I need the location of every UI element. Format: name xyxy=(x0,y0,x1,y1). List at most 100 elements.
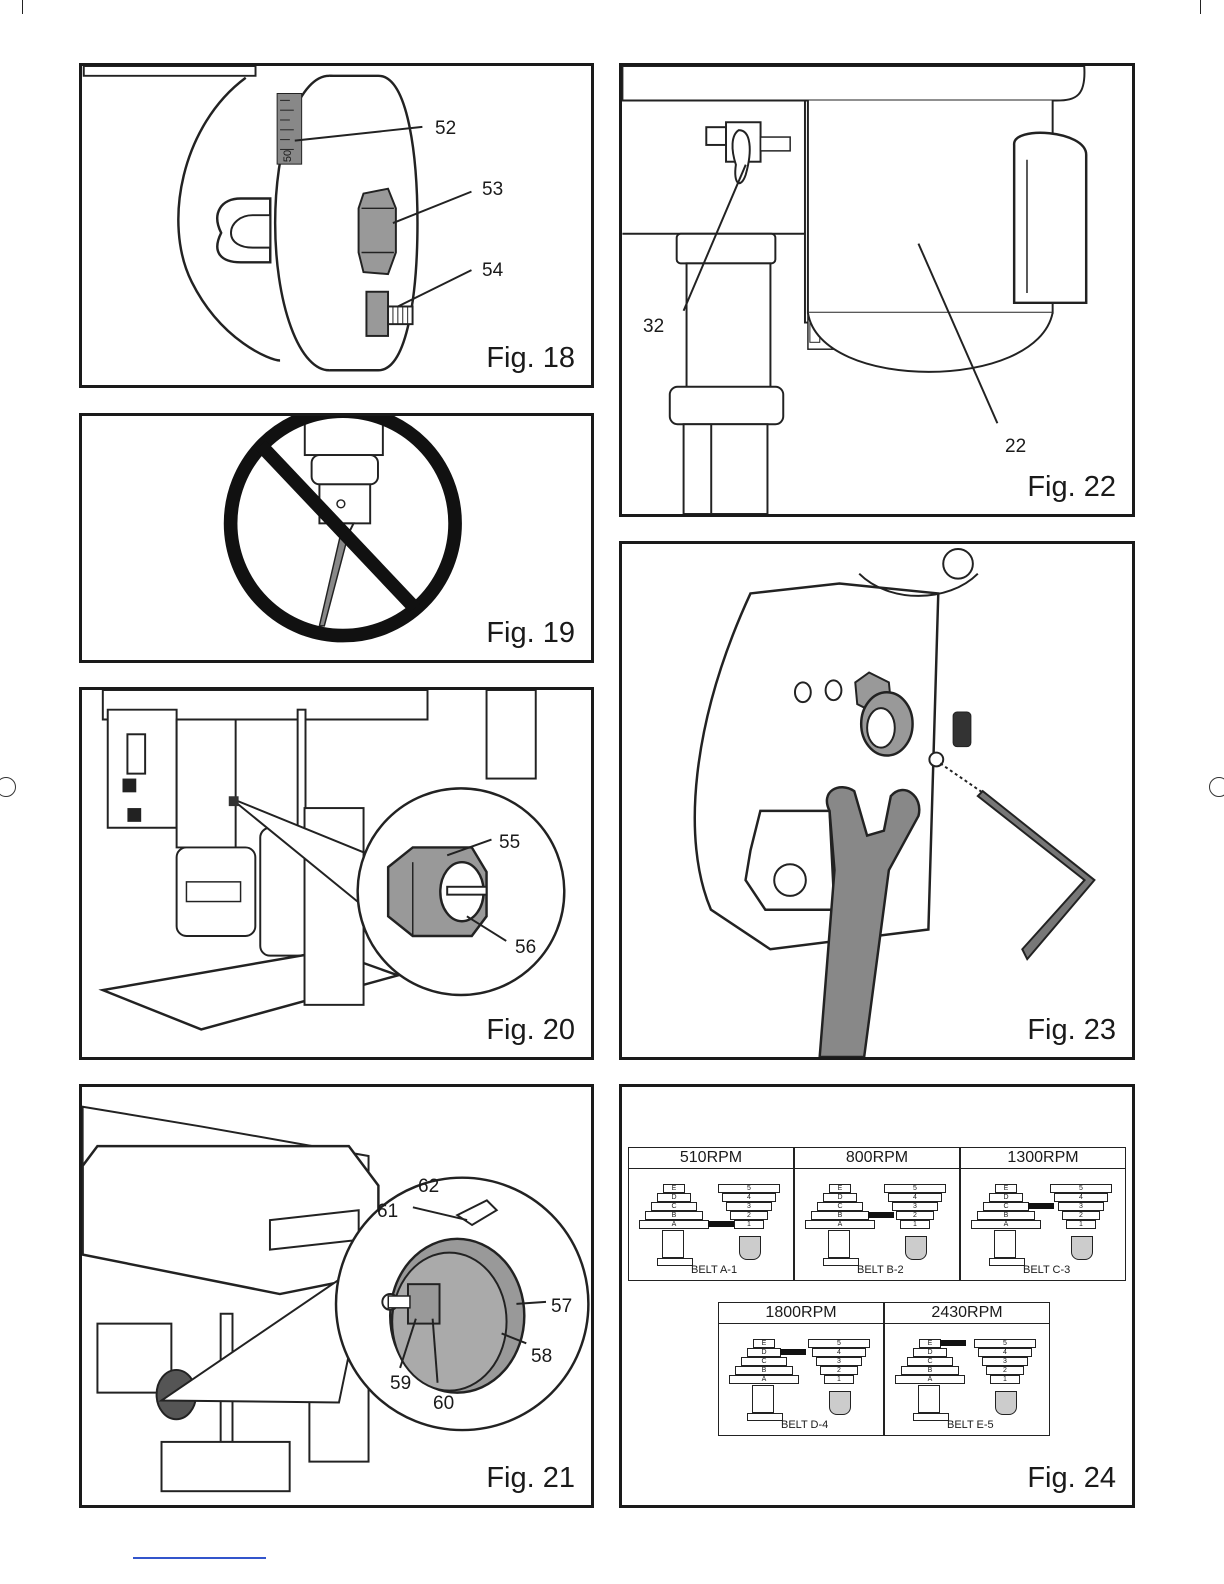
motor-step-D: D xyxy=(913,1348,947,1357)
dial-mark-label: 50 xyxy=(282,150,294,162)
spindle-step-5: 5 xyxy=(718,1184,780,1193)
motor-step-C: C xyxy=(741,1357,787,1366)
belt-label: BELT A-1 xyxy=(691,1264,737,1276)
callout-60: 60 xyxy=(433,1393,454,1415)
table-bevel-lock-illustration xyxy=(82,690,591,1057)
motor-step-D: D xyxy=(657,1193,691,1202)
motor-base xyxy=(913,1413,949,1421)
motor-step-D: D xyxy=(747,1348,781,1357)
callout-58: 58 xyxy=(531,1346,552,1368)
crop-mark-top-left xyxy=(22,0,23,14)
motor-step-B: B xyxy=(811,1211,869,1220)
belt-label: BELT C-3 xyxy=(1023,1264,1070,1276)
figure-caption: Fig. 23 xyxy=(1027,1014,1116,1047)
spindle-step-3: 3 xyxy=(1058,1202,1104,1211)
motor-step-A: A xyxy=(971,1220,1041,1229)
spindle-chuck xyxy=(829,1391,851,1415)
motor-step-C: C xyxy=(983,1202,1029,1211)
motor-step-D: D xyxy=(989,1193,1023,1202)
spindle-step-5: 5 xyxy=(884,1184,946,1193)
callout-55: 55 xyxy=(499,832,520,854)
footer-rule xyxy=(133,1557,266,1559)
spindle-step-5: 5 xyxy=(974,1339,1036,1348)
rpm-label: 800RPM xyxy=(795,1148,959,1169)
motor-step-B: B xyxy=(977,1211,1035,1220)
motor-step-A: A xyxy=(805,1220,875,1229)
motor-shaft xyxy=(828,1230,850,1258)
motor-base xyxy=(657,1258,693,1266)
spindle-step-4: 4 xyxy=(722,1193,776,1202)
belt-indicator xyxy=(940,1340,966,1346)
figure-caption: Fig. 19 xyxy=(486,617,575,650)
spindle-step-2: 2 xyxy=(730,1211,768,1220)
spindle-step-3: 3 xyxy=(982,1357,1028,1366)
belt-label: BELT E-5 xyxy=(947,1419,994,1431)
figure-23: Fig. 23 xyxy=(619,541,1135,1060)
spindle-step-3: 3 xyxy=(726,1202,772,1211)
figure-20: 55 56 Fig. 20 xyxy=(79,687,594,1060)
motor-step-C: C xyxy=(651,1202,697,1211)
figure-caption: Fig. 22 xyxy=(1027,471,1116,504)
spindle-chuck xyxy=(1071,1236,1093,1260)
callout-53: 53 xyxy=(482,179,503,201)
motor-shaft xyxy=(994,1230,1016,1258)
belt-label: BELT D-4 xyxy=(781,1419,828,1431)
motor-step-B: B xyxy=(735,1366,793,1375)
spindle-step-1: 1 xyxy=(990,1375,1020,1384)
motor-shaft xyxy=(918,1385,940,1413)
belt-label: BELT B-2 xyxy=(857,1264,904,1276)
belt-indicator xyxy=(708,1221,734,1227)
spindle-step-3: 3 xyxy=(892,1202,938,1211)
callout-62: 62 xyxy=(418,1176,439,1198)
motor-step-D: D xyxy=(823,1193,857,1202)
figure-18: 50 52 53 54 Fig. 18 xyxy=(79,63,594,388)
rpm-label: 1800RPM xyxy=(719,1303,883,1324)
rpm-label: 1300RPM xyxy=(961,1148,1125,1169)
figure-19: Fig. 19 xyxy=(79,413,594,663)
spindle-chuck xyxy=(739,1236,761,1260)
spindle-chuck xyxy=(995,1391,1017,1415)
spindle-step-4: 4 xyxy=(812,1348,866,1357)
callout-57: 57 xyxy=(551,1296,572,1318)
spindle-step-1: 1 xyxy=(824,1375,854,1384)
spindle-step-1: 1 xyxy=(900,1220,930,1229)
motor-step-E: E xyxy=(829,1184,851,1193)
spring-tension-adjust-illustration xyxy=(82,1087,591,1505)
motor-step-A: A xyxy=(639,1220,709,1229)
motor-step-B: B xyxy=(901,1366,959,1375)
callout-22: 22 xyxy=(1005,436,1026,458)
rpm-label: 510RPM xyxy=(629,1148,793,1169)
spindle-step-5: 5 xyxy=(1050,1184,1112,1193)
rpm-label: 2430RPM xyxy=(885,1303,1049,1324)
figure-caption: Fig. 18 xyxy=(486,342,575,375)
spindle-step-3: 3 xyxy=(816,1357,862,1366)
spindle-step-4: 4 xyxy=(978,1348,1032,1357)
figure-21: 62 61 57 58 59 60 Fig. 21 xyxy=(79,1084,594,1508)
spindle-step-1: 1 xyxy=(1066,1220,1096,1229)
chuck-guard-adjust-illustration xyxy=(622,544,1132,1057)
belt-indicator xyxy=(780,1349,806,1355)
spindle-step-4: 4 xyxy=(1054,1193,1108,1202)
figure-caption: Fig. 21 xyxy=(486,1462,575,1495)
crop-mark-top-right xyxy=(1200,0,1201,14)
figure-22: 32 22 Fig. 22 xyxy=(619,63,1135,517)
motor-step-B: B xyxy=(645,1211,703,1220)
callout-56: 56 xyxy=(515,937,536,959)
spindle-step-2: 2 xyxy=(986,1366,1024,1375)
spindle-step-2: 2 xyxy=(896,1211,934,1220)
spindle-step-4: 4 xyxy=(888,1193,942,1202)
callout-59: 59 xyxy=(390,1373,411,1395)
motor-shaft xyxy=(752,1385,774,1413)
belt-indicator xyxy=(1028,1203,1054,1209)
spindle-step-2: 2 xyxy=(820,1366,858,1375)
motor-base xyxy=(989,1258,1025,1266)
callout-32: 32 xyxy=(643,316,664,338)
motor-step-A: A xyxy=(729,1375,799,1384)
